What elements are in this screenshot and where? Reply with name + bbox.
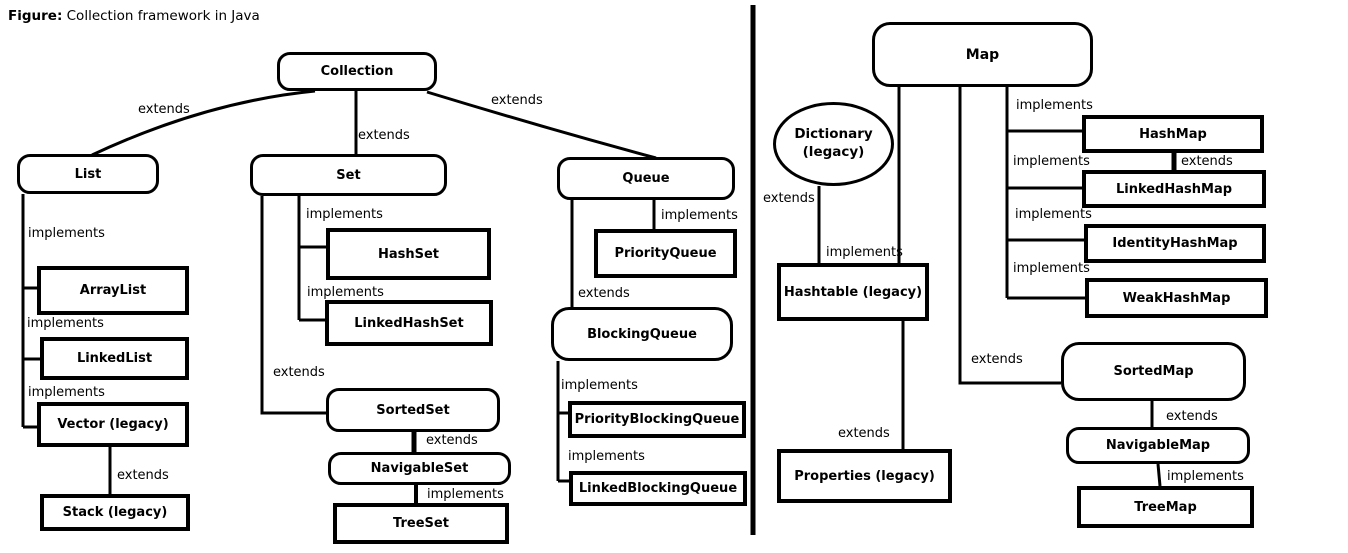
node-queue: Queue (557, 157, 735, 200)
edge-label-sortedmap-navigablemap: extends (1166, 409, 1218, 424)
figure-caption: Figure: Collection framework in Java (8, 8, 260, 24)
node-blockingqueue: BlockingQueue (551, 307, 733, 361)
edge-navigablemap-treemap (1156, 463, 1162, 487)
node-dictionary-line1: Dictionary (794, 126, 873, 143)
node-dictionary-line2: (legacy) (802, 144, 865, 160)
edge-collection-list (91, 89, 316, 157)
edge-label-dictionary-hashtable: extends (763, 191, 815, 206)
node-sortedset: SortedSet (326, 388, 500, 432)
edge-label-sortedset-navigableset: extends (426, 433, 478, 448)
node-list: List (17, 154, 159, 194)
node-treemap: TreeMap (1077, 486, 1254, 528)
node-navigableset: NavigableSet (328, 452, 511, 485)
node-priorityqueue: PriorityQueue (594, 229, 737, 278)
node-collection: Collection (277, 52, 437, 91)
edge-list-spine (21, 194, 40, 429)
node-arraylist: ArrayList (37, 266, 189, 315)
node-dictionary: Dictionary (legacy) (773, 102, 894, 186)
edge-label-map-hashmap: implements (1016, 98, 1093, 113)
edge-label-list-vector: implements (28, 385, 105, 400)
edge-blockingqueue-spine (556, 361, 569, 483)
edge-label-map-linkedhashmap: implements (1013, 154, 1090, 169)
node-stack: Stack (legacy) (40, 494, 190, 531)
node-sortedmap: SortedMap (1061, 342, 1246, 401)
node-vector: Vector (legacy) (37, 402, 189, 447)
edge-label-queue-blockingqueue: extends (578, 286, 630, 301)
node-linkedhashset: LinkedHashSet (325, 300, 493, 346)
node-weakhashmap: WeakHashMap (1085, 278, 1268, 318)
node-linkedlist: LinkedList (40, 337, 189, 380)
edge-label-queue-priorityqueue: implements (661, 208, 738, 223)
edge-label-navigablemap-treemap: implements (1167, 469, 1244, 484)
edge-map-implements-spine (1005, 87, 1085, 300)
edge-label-hashmap-linkedhashmap: extends (1181, 154, 1233, 169)
figure-caption-prefix: Figure: (8, 8, 63, 24)
node-hashmap: HashMap (1082, 115, 1264, 153)
edge-label-blockingqueue-priorityblockingqueue: implements (561, 378, 638, 393)
node-treeset: TreeSet (333, 503, 509, 544)
node-identityhashmap: IdentityHashMap (1084, 224, 1266, 263)
edge-label-list-arraylist: implements (28, 226, 105, 241)
node-hashset: HashSet (326, 228, 491, 280)
node-set: Set (250, 154, 447, 196)
edge-label-map-hashtable: implements (826, 245, 903, 260)
edge-map-sortedmap (958, 87, 1061, 385)
edge-label-set-hashset: implements (306, 207, 383, 222)
edge-label-set-linkedhashset: implements (307, 285, 384, 300)
edge-collection-queue (426, 90, 657, 160)
edge-label-hashtable-properties: extends (838, 426, 890, 441)
edge-label-collection-set: extends (358, 128, 410, 143)
node-linkedblockingqueue: LinkedBlockingQueue (569, 471, 747, 506)
edge-label-collection-list: extends (138, 102, 190, 117)
node-linkedhashmap: LinkedHashMap (1082, 170, 1266, 208)
edge-label-map-weakhashmap: implements (1013, 261, 1090, 276)
edge-label-navigableset-treeset: implements (427, 487, 504, 502)
edge-set-implements-spine (297, 196, 326, 322)
edge-label-set-sortedset: extends (273, 365, 325, 380)
edge-label-map-sortedmap: extends (971, 352, 1023, 367)
edge-label-map-identityhashmap: implements (1015, 207, 1092, 222)
edge-set-sortedset (260, 196, 326, 415)
edge-label-vector-stack: extends (117, 468, 169, 483)
figure-caption-text: Collection framework in Java (62, 8, 260, 24)
node-hashtable: Hashtable (legacy) (777, 263, 929, 321)
edge-label-collection-queue: extends (491, 93, 543, 108)
edge-label-list-linkedlist: implements (27, 316, 104, 331)
node-priorityblockingqueue: PriorityBlockingQueue (568, 401, 746, 438)
node-navigablemap: NavigableMap (1066, 427, 1250, 464)
node-properties: Properties (legacy) (777, 449, 952, 503)
edge-label-blockingqueue-linkedblockingqueue: implements (568, 449, 645, 464)
node-map: Map (872, 22, 1093, 87)
